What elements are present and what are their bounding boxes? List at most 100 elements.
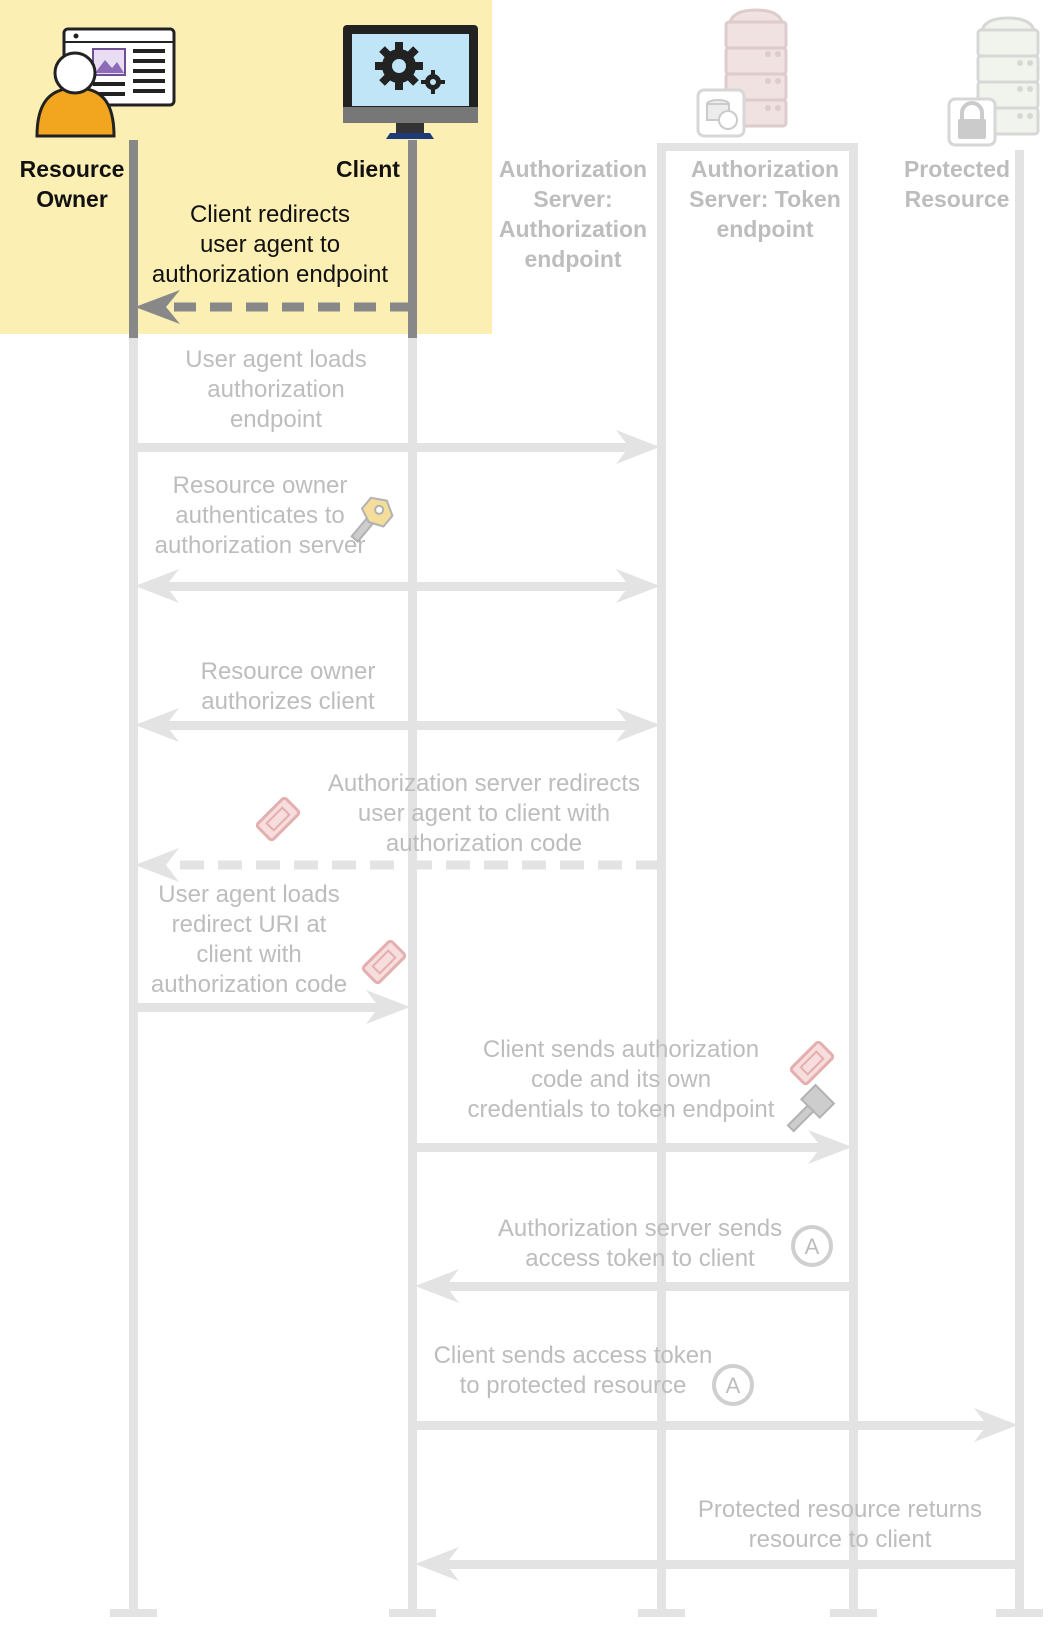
step-label-line: Protected resource returns <box>698 1496 982 1523</box>
step-label-line: user agent to <box>200 231 340 258</box>
step-label-line: client with <box>196 941 301 968</box>
access-token-icon: A <box>791 1225 833 1267</box>
step-label-step8: Authorization server sends access token t… <box>498 1215 782 1272</box>
step-label-line: authorizes client <box>201 688 375 715</box>
step-label-step5: Authorization server redirects user agent… <box>328 770 640 857</box>
participant-label-line: endpoint <box>716 216 813 242</box>
lifeline-resource-owner-active <box>129 140 138 338</box>
lifeline-protected-resource <box>1015 150 1024 1615</box>
arrowhead-step5 <box>135 848 179 882</box>
lifeline-resource-owner <box>129 338 138 1615</box>
participant-label-line: Resource <box>905 186 1010 212</box>
step-label-line: authorization code <box>151 971 347 998</box>
arrow-step4 <box>160 721 636 730</box>
arrow-step7 <box>412 1143 826 1152</box>
arrowhead-step10 <box>415 1547 459 1581</box>
arrow-step9 <box>412 1421 992 1430</box>
ticket-icon <box>255 796 301 842</box>
step-label-line: resource to client <box>749 1526 932 1553</box>
access-token-icon: A <box>712 1364 754 1406</box>
participant-label-line: Server: Token <box>689 186 841 212</box>
arrowhead-step9 <box>974 1408 1018 1442</box>
auth-server-bracket <box>657 143 858 151</box>
arrowhead-step3-left <box>135 569 179 603</box>
step-label-line: access token to client <box>525 1245 755 1272</box>
lifeline-protected-resource-foot <box>996 1609 1043 1617</box>
step-label-step4: Resource owner authorizes client <box>201 658 376 715</box>
protected-resource-icon <box>947 16 1040 147</box>
step-label-line: code and its own <box>531 1066 711 1093</box>
step-label-line: authorization code <box>386 830 582 857</box>
participant-label-line: Owner <box>36 186 108 212</box>
participant-label-line: Authorization <box>499 216 647 242</box>
step-label-line: Resource owner <box>201 658 376 685</box>
lifelines <box>110 140 1043 1617</box>
participant-label-line: Server: <box>533 186 612 212</box>
arrow-step6 <box>133 1003 383 1012</box>
lifeline-token-endpoint-foot <box>830 1609 877 1617</box>
participant-label-line: Authorization <box>691 156 839 182</box>
step-label-line: authorization endpoint <box>152 261 389 288</box>
participant-label-line: Protected <box>904 156 1010 182</box>
step-label-line: to protected resource <box>460 1372 687 1399</box>
step-label-step2: User agent loads authorization endpoint <box>185 346 366 433</box>
arrowhead-step7 <box>808 1130 852 1164</box>
step-label-line: authorization server <box>155 532 366 559</box>
ticket-icon <box>361 939 407 985</box>
participant-label-line: endpoint <box>524 246 621 272</box>
step-label-line: authenticates to <box>175 502 344 529</box>
arrowhead-step4-right <box>616 708 660 742</box>
lifeline-client-active <box>408 140 417 338</box>
step-label-line: endpoint <box>230 406 322 433</box>
step-label-line: Authorization server redirects <box>328 770 640 797</box>
access-token-letter: A <box>805 1234 820 1259</box>
step-label-line: User agent loads <box>185 346 366 373</box>
lifeline-auth-endpoint-foot <box>638 1609 685 1617</box>
step-label-line: Client sends access token <box>434 1342 713 1369</box>
step-label-line: authorization <box>207 376 344 403</box>
client-monitor-icon <box>343 25 478 139</box>
lifeline-token-endpoint <box>849 143 858 1615</box>
lifeline-client <box>408 338 417 1615</box>
step-label-step3: Resource owner authenticates to authorizat… <box>155 472 366 559</box>
arrowhead-step2 <box>616 430 660 464</box>
step-label-line: credentials to token endpoint <box>468 1096 775 1123</box>
step-label-line: Resource owner <box>173 472 348 499</box>
step-label-line: User agent loads <box>158 881 339 908</box>
arrowhead-step6 <box>366 990 410 1024</box>
resource-owner-icon <box>35 27 176 138</box>
arrowhead-step8 <box>415 1269 459 1303</box>
step-label-line: Client sends authorization <box>483 1036 759 1063</box>
participant-label-line: Authorization <box>499 156 647 182</box>
ticket-icon <box>789 1040 835 1086</box>
arrowhead-step1 <box>135 290 180 324</box>
arrow-step10 <box>440 1560 1020 1569</box>
message-arrows <box>133 290 1020 1581</box>
auth-server-icon <box>696 8 788 138</box>
key-icon <box>350 496 394 543</box>
step-label-step10: Protected resource returns resource to cl… <box>698 1496 982 1553</box>
step-label-step9: Client sends access token to protected re… <box>434 1342 713 1399</box>
step-label-line: user agent to client with <box>358 800 610 827</box>
credential-key-icon <box>786 1083 836 1133</box>
lifeline-resource-owner-foot <box>110 1609 157 1617</box>
arrowhead-step4-left <box>135 708 179 742</box>
step-label-step7: Client sends authorization code and its o… <box>468 1036 775 1123</box>
lifeline-client-foot <box>389 1609 436 1617</box>
arrowhead-step3-right <box>616 569 660 603</box>
participant-label-line: Client <box>336 156 400 182</box>
step-label-line: Authorization server sends <box>498 1215 782 1242</box>
arrow-step8 <box>440 1282 854 1291</box>
arrow-step3 <box>160 582 636 591</box>
step-label-line: Client redirects <box>190 201 350 228</box>
participant-label-client: Client <box>336 156 400 182</box>
step-label-step1: Client redirects user agent to authorizati… <box>152 201 389 288</box>
lifeline-auth-endpoint <box>657 143 666 1615</box>
participant-label-line: Resource <box>20 156 125 182</box>
